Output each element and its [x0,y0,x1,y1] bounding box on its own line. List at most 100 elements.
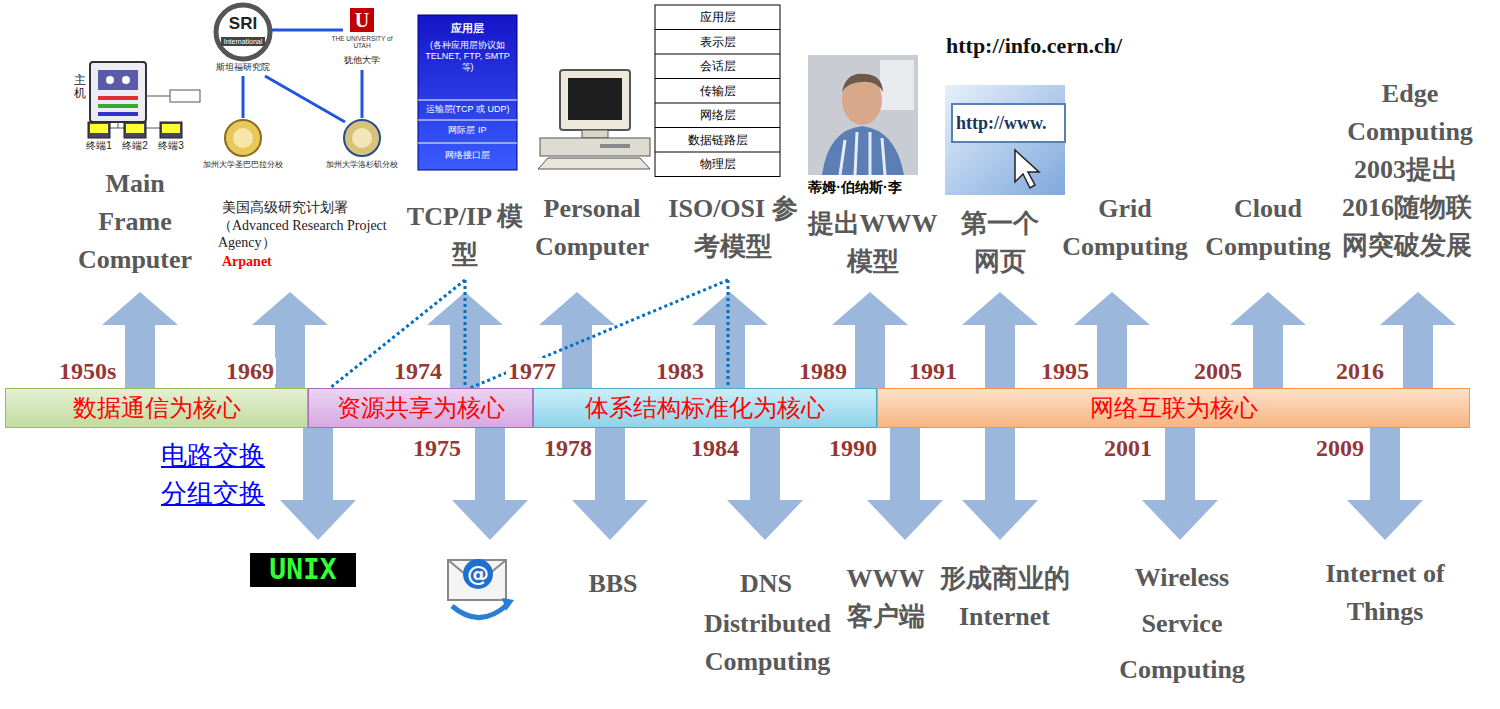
table-cell: 应用层 [656,10,779,24]
era-title: 网络互联为核心 [1090,394,1258,422]
logo-text: THE UNIVERSITY of UTAH [328,35,396,49]
down-arrow [452,428,528,540]
portrait-photo-part [842,74,883,92]
tcpip-stack-illustration-part [418,15,517,170]
mainframe-illustration-part [90,62,146,122]
portrait-photo-part [808,55,918,175]
model-dotted-leaders-part [330,280,465,388]
osi-table-illustration-part [655,103,780,104]
email-icon-part [448,560,506,600]
arpanet-illustration-part [233,128,253,148]
mainframe-illustration-part [124,122,146,138]
milestone-text: DNS [716,565,816,603]
pc-illustration-part [560,70,630,130]
table-cell: 物理层 [656,157,779,171]
osi-table-illustration-part [655,127,780,128]
logo-text: SRI [221,14,265,34]
illustration-label: 主机 [74,74,86,100]
terminal-label: 终端1 [84,140,114,152]
milestone-text: 2016随物联网突破发展 [1336,189,1478,265]
year-label: 1969 [224,358,276,384]
year-label: 1995 [1039,358,1091,384]
logo-text: International [221,37,265,46]
osi-table-illustration-part [655,5,780,177]
arpanet-illustration-part [265,76,345,122]
arpanet-illustration-part [272,29,343,32]
mainframe-illustration-part [126,124,144,133]
model-dotted-leaders-part [727,280,730,388]
unix-logo: UNIX [250,553,356,587]
milestone-text: 提出WWW 模型 [795,205,950,281]
year-label: 2009 [1314,435,1366,461]
pc-illustration [538,70,650,169]
mainframe-illustration [88,62,200,138]
year-label: 1983 [654,358,706,384]
portrait-photo-part [880,60,914,110]
table-cell: 表示层 [656,35,779,49]
layer-note: (各种应用层协议如 TELNET, FTP, SMTP 等) [421,40,514,73]
year-label: 2016 [1334,358,1386,384]
year-label: 1990 [827,435,879,461]
arpanet-illustration [216,5,380,156]
agency-name: （Advanced Research Project Agency） [218,217,388,251]
milestone-text: 形成商业的 Internet [932,560,1077,636]
tcpip-stack-illustration-part [418,143,517,144]
osi-table-illustration-part [655,78,780,79]
year-label: 1978 [542,435,594,461]
url-text: http://info.cern.ch/ [946,33,1186,59]
down-arrow [280,428,356,540]
layer-name: 应用层 [418,22,517,35]
tcpip-stack-illustration-part [418,120,517,121]
portrait-photo-part [840,132,885,175]
pc-illustration-part [582,130,608,138]
year-label: 1975 [411,435,463,461]
year-label: 1989 [797,358,849,384]
arpanet-illustration-part [216,5,270,59]
mainframe-illustration-part [162,124,180,133]
logo-text: U [350,8,374,32]
terminal-label: 终端3 [156,140,186,152]
milestone-text: WWW 客户端 [838,560,933,636]
era-band: 数据通信为核心 [5,388,308,428]
milestone-text: Internet of Things [1325,555,1445,631]
table-cell: 数据链路层 [656,133,779,147]
milestone-text: Edge Computing [1342,75,1478,151]
milestone-text: Grid Computing [1055,190,1195,266]
year-label: 1977 [506,358,558,384]
year-label: 1991 [907,358,959,384]
agency-name: 美国高级研究计划署 [222,199,412,216]
node-site-label: 斯坦福研究院 [213,62,273,72]
pc-illustration-part [540,138,650,156]
osi-table-illustration-part [655,54,780,55]
browser-illustration-part [1015,150,1039,188]
url-text: http://www. [956,110,1062,136]
year-label: 1974 [392,358,444,384]
year-label: 1950s [57,358,118,384]
mainframe-illustration-part [160,122,182,138]
model-dotted-leaders-part [464,280,467,388]
browser-illustration-part [952,104,1065,142]
layer-name: 运输层(TCP 或 UDP) [418,104,517,115]
link-text: 分组交换 [161,478,265,508]
osi-table-illustration [655,5,780,177]
tcpip-stack-illustration [418,15,517,170]
milestone-text: Cloud Computing [1197,190,1339,266]
pc-illustration-part [600,144,630,148]
link-text: 电路交换 [161,440,265,470]
milestone-text: ISO/OSI 参考模型 [668,190,798,266]
pc-illustration-part [538,158,650,169]
network-name: Arpanet [222,253,302,270]
milestone-text: 第一个 网页 [950,205,1050,281]
milestone-text: TCP/IP 模型 [405,198,525,274]
year-label: 2005 [1192,358,1244,384]
up-arrow [962,292,1038,390]
osi-table-illustration-part [655,152,780,153]
email-icon-part [452,604,508,618]
email-icon-part [502,598,514,611]
mainframe-illustration-part [98,104,138,108]
email-icon-part [463,559,493,589]
year-label: 1984 [689,435,741,461]
portrait-photo [808,55,918,175]
